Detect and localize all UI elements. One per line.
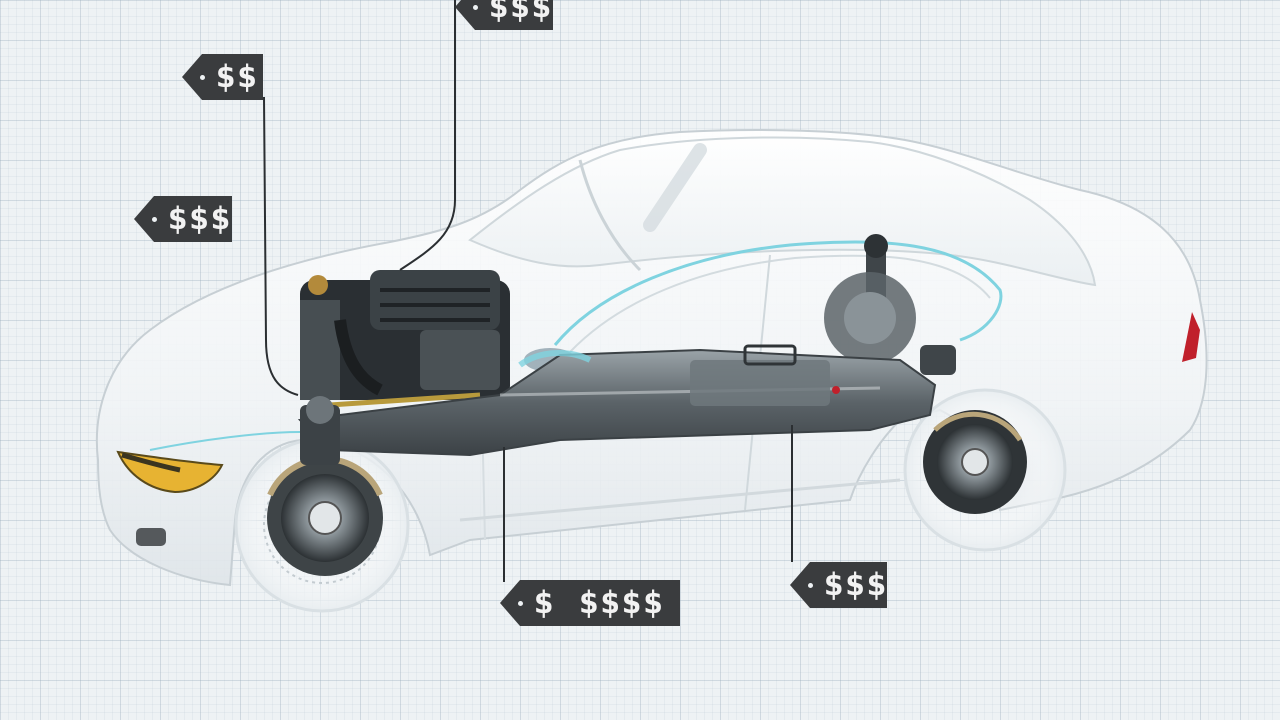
rear-wheel: [903, 388, 1067, 552]
price-tag-drivetrain: $ $$$$: [500, 580, 680, 626]
price-tag-front-suspension: $$: [182, 54, 263, 100]
price-tag-top: $$$: [455, 0, 553, 30]
drivetrain: [297, 344, 937, 465]
front-wheel: [234, 437, 410, 613]
leader-lines: [263, 0, 793, 582]
rear-suspension: [824, 234, 956, 375]
price-tag-front: $$$: [134, 196, 232, 242]
price-tag-rear: $$$: [790, 562, 887, 608]
engine: [300, 270, 510, 408]
